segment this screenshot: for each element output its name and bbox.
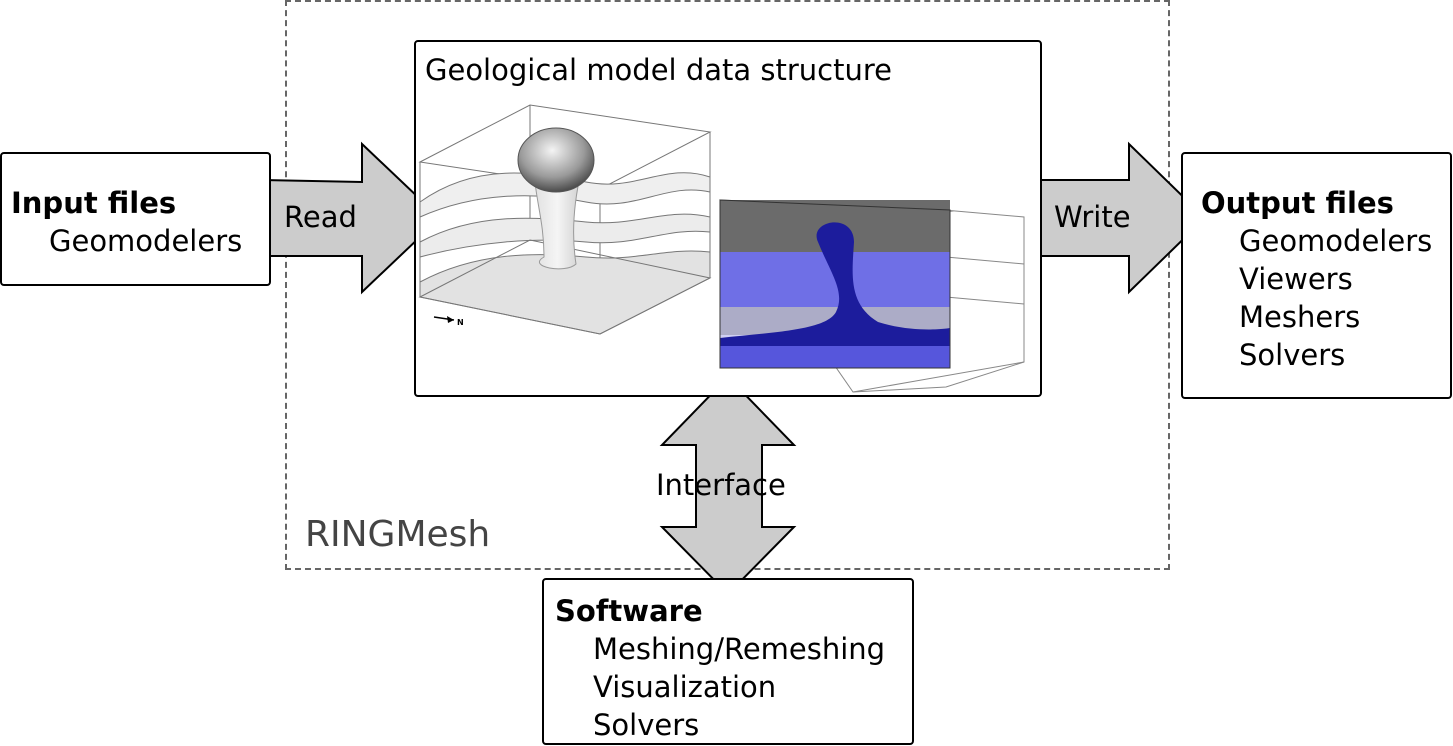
output-item: Geomodelers <box>1239 224 1433 258</box>
input-files-title: Input files <box>11 186 177 220</box>
salt-dome <box>517 127 595 193</box>
salt-stem <box>533 171 582 270</box>
software-box: Software Meshing/Remeshing Visualization… <box>542 578 914 745</box>
compass-north-icon: N <box>433 316 464 327</box>
software-item: Meshing/Remeshing <box>593 632 886 666</box>
read-label: Read <box>284 200 357 234</box>
output-files-box: Output files Geomodelers Viewers Meshers… <box>1181 152 1452 399</box>
software-title: Software <box>555 594 703 628</box>
write-label: Write <box>1054 200 1131 234</box>
svg-text:N: N <box>457 318 464 327</box>
output-item: Solvers <box>1239 338 1346 372</box>
ringmesh-label: RINGMesh <box>305 514 491 555</box>
model-title: Geological model data structure <box>425 53 892 87</box>
output-item: Meshers <box>1239 300 1361 334</box>
software-item: Solvers <box>593 708 700 742</box>
interface-label: Interface <box>656 468 786 502</box>
input-files-box: Input files Geomodelers <box>0 152 271 286</box>
software-item: Visualization <box>593 670 777 704</box>
output-files-title: Output files <box>1201 186 1394 220</box>
model-data-structure-box: Geological model data structure <box>414 40 1042 397</box>
write-arrow <box>1026 141 1207 295</box>
output-item: Viewers <box>1239 262 1353 296</box>
volumetric-mesh-illustration <box>719 199 1025 393</box>
model-illustrations: N <box>418 104 1025 393</box>
input-item: Geomodelers <box>49 224 243 258</box>
read-arrow <box>261 141 442 295</box>
